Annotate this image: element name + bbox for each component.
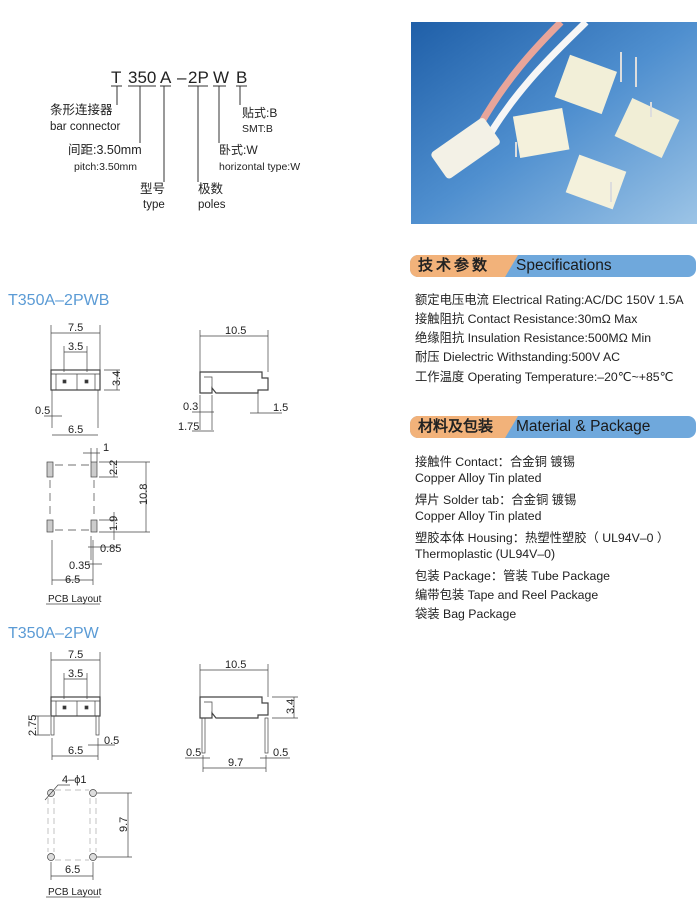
label-horizontal-en: horizontal type:W xyxy=(219,161,301,173)
pcb-layout-label: PCB Layout xyxy=(48,594,102,605)
front-view-2pw xyxy=(35,652,115,760)
dim-label: 1.75 xyxy=(178,421,199,433)
specifications-title-en: Specifications xyxy=(516,257,612,274)
label-type-en: type xyxy=(143,199,165,211)
pcb-layout-2pw xyxy=(44,784,132,898)
label-poles-cn: 极数 xyxy=(198,182,224,196)
model-title-2pwb: T350A–2PWB xyxy=(8,292,110,309)
spec-line: 工作温度 Operating Temperature:–20℃~+85℃ xyxy=(415,370,674,384)
dim-label: 3.4 xyxy=(285,699,297,714)
material-line: 编带包装 Tape and Reel Package xyxy=(415,588,599,602)
dim-label: 9.7 xyxy=(228,757,243,769)
dim-label: 1.9 xyxy=(108,516,120,531)
model-title-2pw: T350A–2PW xyxy=(8,625,99,642)
dim-label: 3.4 xyxy=(111,371,123,386)
dim-label: 1 xyxy=(103,442,109,454)
material-line: Copper Alloy Tin plated xyxy=(415,509,542,523)
dim-label: 4–ϕ1 xyxy=(62,774,87,786)
material-line: 包装 Package：管装 Tube Package xyxy=(415,569,611,583)
dim-label: 0.5 xyxy=(104,735,119,747)
material-title-cn: 材料及包装 xyxy=(410,416,518,438)
material-line: 袋装 Bag Package xyxy=(415,607,517,621)
dim-label: 3.5 xyxy=(68,668,83,680)
pn-seg-2p: 2P xyxy=(188,68,209,87)
label-smt-cn: 贴式:B xyxy=(242,106,278,120)
material-line: 焊片 Solder tab：合金铜 镀锡 xyxy=(415,493,577,507)
dim-label: 0.5 xyxy=(273,747,288,759)
material-header: 材料及包装 Material & Package xyxy=(410,416,696,438)
material-line: 接触件 Contact：合金铜 镀锡 xyxy=(415,455,575,469)
pn-seg-a: A xyxy=(160,68,172,87)
label-type-cn: 型号 xyxy=(140,182,166,196)
dim-label: 0.85 xyxy=(100,543,121,555)
dim-label: 0.5 xyxy=(35,405,50,417)
dim-label: 10.8 xyxy=(138,484,150,505)
material-line: Copper Alloy Tin plated xyxy=(415,471,542,485)
dim-label: 0.5 xyxy=(186,747,201,759)
specifications-header: 技术参数 Specifications xyxy=(410,255,696,277)
label-horizontal-cn: 卧式:W xyxy=(219,143,258,157)
side-view-2pw xyxy=(185,664,298,772)
pn-seg-dash: – xyxy=(177,68,187,87)
specifications-title-cn: 技术参数 xyxy=(410,255,518,277)
dim-label: 9.7 xyxy=(118,817,130,832)
pn-seg-b: B xyxy=(236,68,248,87)
dim-label: 6.5 xyxy=(68,424,83,436)
dim-label: 6.5 xyxy=(68,745,83,757)
spec-line: 额定电压电流 Electrical Rating:AC/DC 150V 1.5A xyxy=(415,293,684,307)
side-view-2pwb xyxy=(192,330,282,432)
material-title-en: Material & Package xyxy=(516,418,651,435)
label-bar-connector-cn: 条形连接器 xyxy=(50,103,113,117)
product-photo xyxy=(411,22,697,224)
label-pitch-cn: 间距:3.50mm xyxy=(68,143,142,157)
dim-label: 10.5 xyxy=(225,325,246,337)
technical-drawings: 7.5 3.5 3.4 0.5 6.5 10.5 0.3 1.75 1.5 1 … xyxy=(27,322,298,898)
front-view-2pwb xyxy=(44,325,120,436)
label-pitch-en: pitch:3.50mm xyxy=(74,161,138,173)
dim-label: 0.3 xyxy=(183,401,198,413)
dim-label: 2.2 xyxy=(108,460,120,475)
dim-label: 1.5 xyxy=(273,402,288,414)
label-smt-en: SMT:B xyxy=(242,123,273,135)
material-line: 塑胶本体 Housing：热塑性塑胶（ UL94V–0 ） xyxy=(415,531,670,545)
dim-label: 7.5 xyxy=(68,649,83,661)
pn-seg-350: 350 xyxy=(128,68,157,87)
material-line: Thermoplastic (UL94V–0) xyxy=(415,547,556,561)
dim-label: 3.5 xyxy=(68,341,83,353)
dim-label: 6.5 xyxy=(65,864,80,876)
dim-label: 0.35 xyxy=(69,560,90,572)
pcb-layout-label: PCB Layout xyxy=(48,887,102,898)
pcb-layout-2pwb xyxy=(46,448,150,605)
spec-line: 耐压 Dielectric Withstanding:500V AC xyxy=(415,350,621,364)
pn-leader-lines xyxy=(111,85,247,182)
spec-line: 接触阻抗 Contact Resistance:30mΩ Max xyxy=(415,312,638,326)
dim-label: 10.5 xyxy=(225,659,246,671)
pn-seg-t: T xyxy=(111,68,122,87)
dim-label: 6.5 xyxy=(65,574,80,586)
dim-label: 2.75 xyxy=(27,715,39,736)
spec-line: 绝缘阻抗 Insulation Resistance:500MΩ Min xyxy=(415,331,652,345)
pn-seg-w: W xyxy=(213,68,230,87)
label-poles-en: poles xyxy=(198,199,226,211)
label-bar-connector-en: bar connector xyxy=(50,121,121,133)
dim-label: 7.5 xyxy=(68,322,83,334)
